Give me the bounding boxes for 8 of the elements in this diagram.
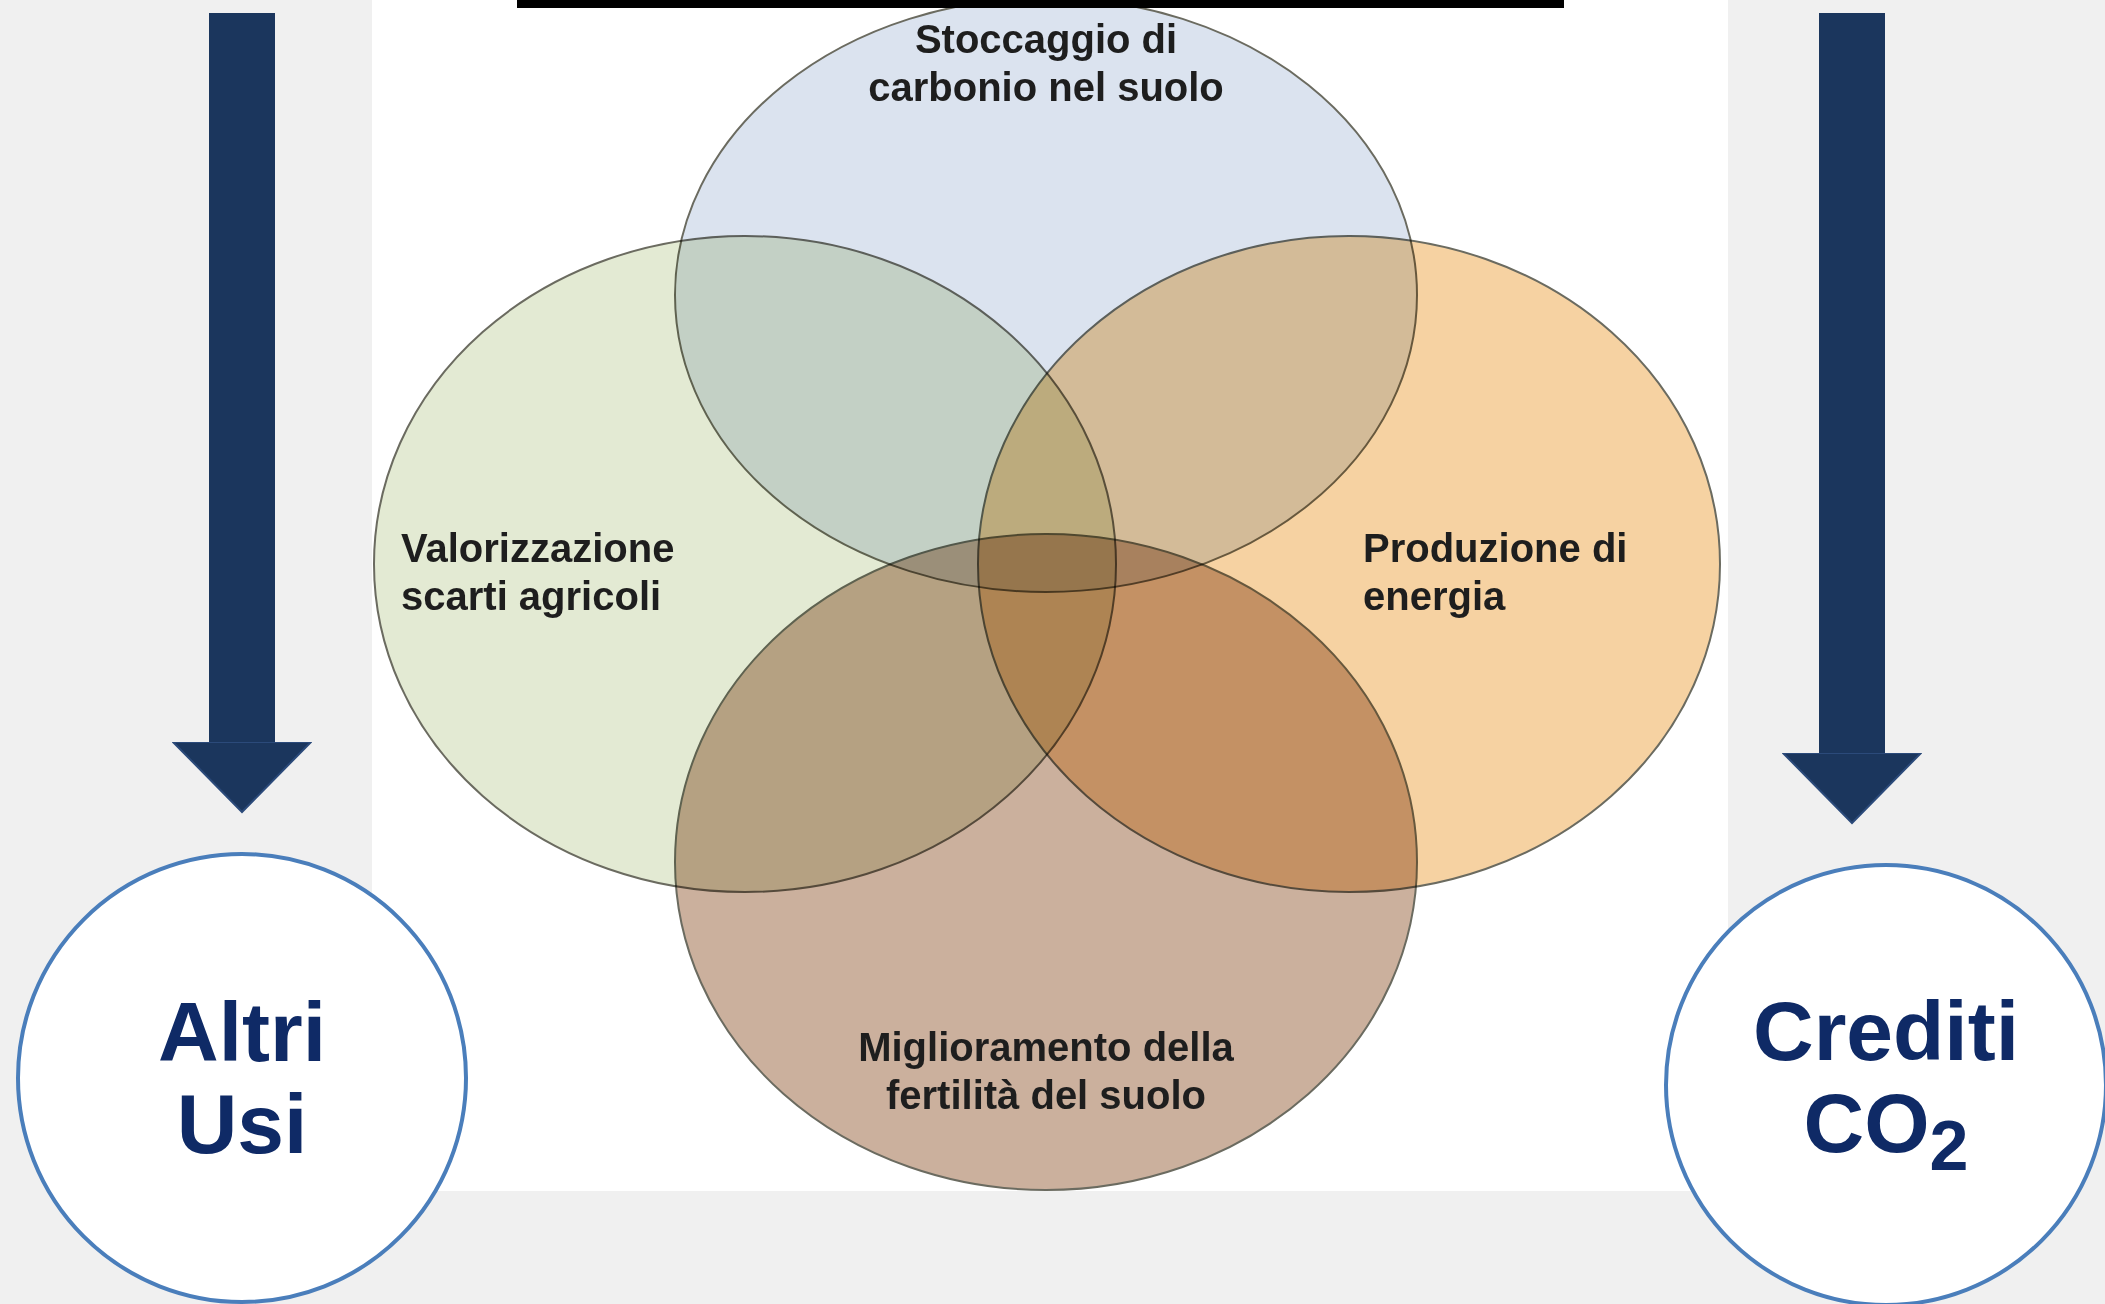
ellipse-label: Stoccaggio di carbonio nel suolo (867, 16, 1225, 111)
down-arrow (172, 13, 312, 813)
circle-label: Altri Usi (157, 985, 327, 1171)
ellipse-label: Valorizzazione scarti agricoli (401, 525, 676, 620)
ellipse-label: Produzione di energia (1363, 525, 1629, 620)
circle-label: Crediti CO$_{2}$ (1752, 984, 2020, 1186)
ellipse-label: Miglioramento della fertilità del suolo (857, 1024, 1235, 1119)
down-arrow (1782, 13, 1922, 824)
